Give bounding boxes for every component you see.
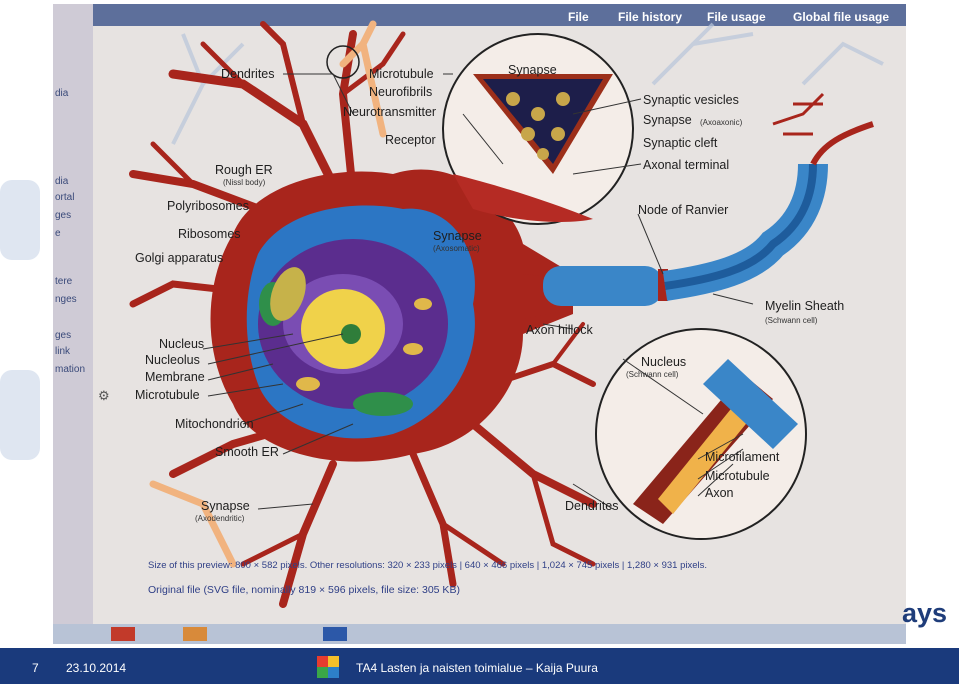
tab-file[interactable]: File — [568, 10, 589, 24]
tab-file-usage[interactable]: File usage — [707, 10, 766, 24]
label-microtubule: Microtubule — [369, 67, 434, 81]
label-synapse-axodendritic: Synapse — [201, 499, 250, 513]
nucleolus — [341, 324, 361, 344]
taskbar-app-icon[interactable] — [111, 627, 135, 641]
label-membrane: Membrane — [145, 370, 205, 384]
label-nucleus-schwann-sub: (Schwann cell) — [626, 370, 679, 379]
label-microtubule-cell: Microtubule — [135, 388, 200, 402]
tab-file-history[interactable]: File history — [618, 10, 683, 24]
label-axonal-terminal: Axonal terminal — [643, 158, 730, 172]
gear-icon[interactable]: ⚙ — [98, 388, 110, 403]
label-golgi-apparatus: Golgi apparatus — [135, 251, 224, 265]
sidebar-fragment[interactable]: e — [55, 228, 61, 239]
sidebar-fragment[interactable]: ges — [55, 330, 72, 341]
footer-title: TA4 Lasten ja naisten toimialue – Kaija … — [356, 661, 598, 675]
tab-global-file-usage[interactable]: Global file usage — [793, 10, 890, 24]
label-node-of-ranvier: Node of Ranvier — [638, 203, 729, 217]
sidebar-fragment[interactable]: ges — [55, 210, 72, 221]
label-neurotransmitter: Neurotransmitter — [343, 105, 437, 119]
label-myelin-sheath-sub: (Schwann cell) — [765, 316, 818, 325]
sidebar-fragment[interactable]: dia — [55, 176, 69, 187]
axon — [543, 121, 874, 306]
node-of-ranvier — [658, 269, 668, 301]
label-receptor: Receptor — [385, 133, 436, 147]
sidebar-fragment[interactable]: ortal — [55, 192, 75, 203]
label-dendrites-top: Dendrites — [221, 67, 275, 81]
label-rough-er: Rough ER — [215, 163, 273, 177]
label-nucleus: Nucleus — [159, 337, 205, 351]
label-smooth-er: Smooth ER — [215, 445, 279, 459]
sidebar-fragment[interactable]: nges — [55, 294, 77, 305]
taskbar-app-icon[interactable] — [183, 627, 207, 641]
organization-logo-icon — [317, 656, 339, 678]
synapse-inset — [442, 33, 634, 225]
label-axon-hillock: Axon hillock — [526, 323, 593, 337]
taskbar — [53, 624, 906, 644]
label-synaptic-cleft: Synaptic cleft — [643, 136, 718, 150]
label-dendrites-bottom: Dendrites — [565, 499, 619, 513]
original-file-line[interactable]: Original file (SVG file, nominally 819 ×… — [148, 584, 460, 596]
label-axon: Axon — [705, 486, 734, 500]
label-synapse-axoaxonic: Synapse — [643, 113, 692, 127]
slide-brand-fragment: ays — [901, 598, 947, 628]
label-microfilament: Microfilament — [705, 450, 780, 464]
label-neurofibrils: Neurofibrils — [369, 85, 433, 99]
label-synaptic-vesicles: Synaptic vesicles — [643, 93, 739, 107]
preview-size-line[interactable]: Size of this preview: 800 × 582 pixels. … — [148, 560, 708, 571]
label-mitochondrion: Mitochondrion — [175, 417, 254, 431]
label-myelin-sheath: Myelin Sheath — [765, 299, 845, 313]
page-number: 7 — [32, 661, 39, 675]
slide-decoration — [0, 180, 40, 460]
label-microtubule-axon: Microtubule — [705, 469, 770, 483]
sidebar-fragment[interactable]: dia — [55, 88, 69, 99]
label-synapse-axoaxonic-sub: (Axoaxonic) — [700, 118, 743, 127]
myelin-inset — [595, 328, 807, 540]
sidebar-fragment[interactable]: mation — [55, 364, 86, 375]
label-synapse-axodendritic-sub: (Axodendritic) — [195, 514, 245, 523]
label-ribosomes: Ribosomes — [178, 227, 241, 241]
sidebar-fragment[interactable]: tere — [55, 276, 73, 287]
sidebar-fragment[interactable]: link — [55, 346, 71, 357]
taskbar-word-icon[interactable] — [323, 627, 347, 641]
slide-footer: 7 23.10.2014 TA4 Lasten ja naisten toimi… — [0, 648, 959, 684]
wiki-sidebar — [53, 4, 93, 644]
label-synapse: Synapse — [508, 63, 557, 77]
label-polyribosomes: Polyribosomes — [167, 199, 249, 213]
browser-tab-bar — [93, 4, 906, 26]
neuron-diagram — [53, 4, 906, 644]
footer-date: 23.10.2014 — [66, 661, 127, 675]
label-rough-er-sub: (Nissl body) — [223, 178, 266, 187]
label-synapse-axosomatic-sub: (Axosomatic) — [433, 244, 480, 253]
label-synapse-axosomatic: Synapse — [433, 229, 482, 243]
neuron-diagram-photo: File File history File usage Global file… — [53, 4, 906, 644]
label-nucleus-schwann: Nucleus — [641, 355, 687, 369]
label-nucleolus: Nucleolus — [145, 353, 200, 367]
